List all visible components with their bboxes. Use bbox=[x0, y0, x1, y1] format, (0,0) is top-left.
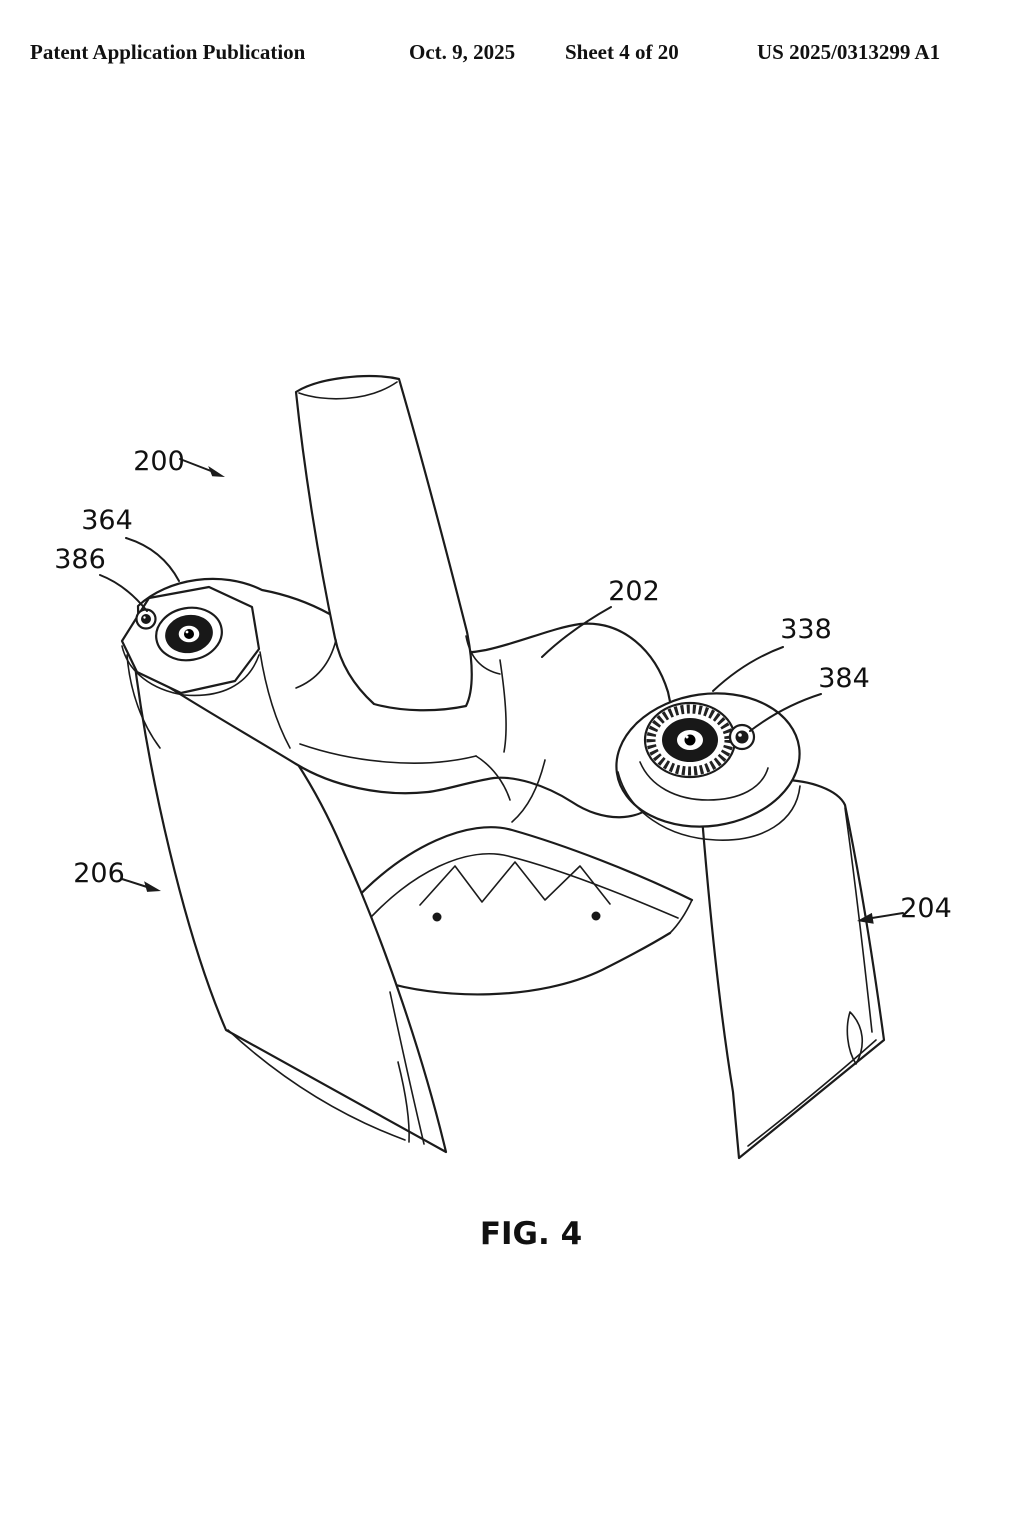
header-patent-number: US 2025/0313299 A1 bbox=[757, 40, 941, 64]
arrow-204 bbox=[857, 912, 874, 924]
adjuster-dial bbox=[643, 701, 737, 779]
right-fork-leg bbox=[698, 778, 886, 1160]
steerer-tube bbox=[294, 374, 501, 712]
arch-truss-lines bbox=[419, 861, 611, 906]
ref-label-204: 204 bbox=[900, 893, 952, 924]
ref-label-364: 364 bbox=[81, 505, 133, 536]
arrow-206 bbox=[144, 881, 161, 892]
ref-label-338: 338 bbox=[780, 614, 832, 645]
fork-arch bbox=[348, 826, 694, 996]
arch-bolt-hole-right bbox=[591, 911, 601, 921]
figure-caption: FIG. 4 bbox=[480, 1216, 582, 1252]
ref-label-384: 384 bbox=[818, 663, 870, 694]
ref-label-200: 200 bbox=[133, 446, 185, 477]
arrow-200 bbox=[208, 466, 225, 477]
reference-numerals: 200 364 386 202 338 384 206 204 bbox=[54, 446, 952, 924]
ref-label-206: 206 bbox=[73, 858, 125, 889]
right-crown-boss bbox=[615, 692, 801, 841]
header-sheet-number: Sheet 4 of 20 bbox=[565, 40, 679, 64]
leader-lines bbox=[99, 458, 904, 924]
left-cap-screw bbox=[135, 608, 157, 630]
left-top-cap bbox=[120, 585, 261, 697]
header-date: Oct. 9, 2025 bbox=[409, 40, 516, 64]
ref-label-202: 202 bbox=[608, 576, 660, 607]
header-publication: Patent Application Publication bbox=[30, 40, 306, 64]
right-boss-bolt bbox=[728, 723, 756, 751]
dropout-detail bbox=[846, 1011, 863, 1065]
arch-bolt-hole-left bbox=[432, 912, 442, 922]
ref-label-386: 386 bbox=[54, 544, 106, 575]
